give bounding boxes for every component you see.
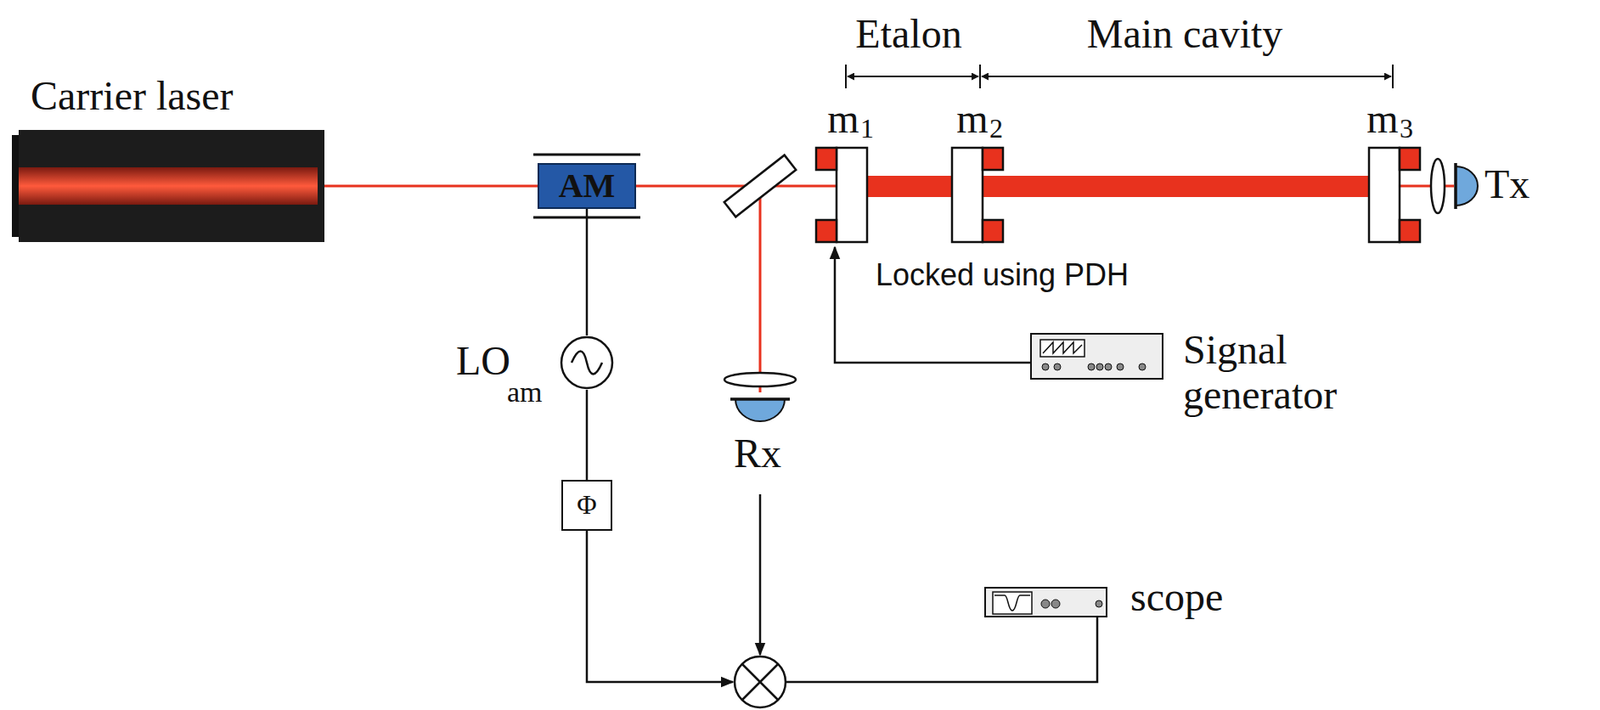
photodetector-tx-outline: [1450, 164, 1480, 208]
instrument-knob: [1051, 599, 1060, 609]
etalon-label: Etalon: [855, 11, 962, 57]
instrument-knob: [1041, 599, 1050, 609]
mirror-name: m: [1366, 96, 1398, 142]
laser-end-cap: [11, 135, 19, 237]
mirror-mount: [982, 147, 1003, 170]
oscilloscope-outline: [985, 588, 1110, 620]
detector-dome: [1455, 166, 1478, 206]
dimension-arrow: [847, 75, 979, 78]
lens: [1430, 158, 1445, 214]
node-label: AM: [558, 167, 616, 205]
instrument-knob: [1138, 363, 1146, 371]
oscilloscope: scope: [984, 586, 1108, 618]
oscillator-circle: [561, 337, 613, 389]
mirror-index: 2: [989, 113, 1003, 144]
local-oscillator: LOam: [559, 335, 615, 390]
signal-wire: [759, 494, 762, 655]
photodetector-tx: Tx: [1450, 164, 1480, 208]
mirror-mount: [816, 147, 837, 170]
cavity-beam: [867, 175, 1370, 198]
node-label: Signal generator: [1183, 327, 1387, 418]
node-label: Carrier laser: [30, 73, 234, 119]
local-oscillator-outline: [559, 335, 615, 390]
instrument-knob: [1116, 363, 1124, 371]
mirror-m2: [952, 147, 983, 243]
node-subscript: am: [507, 376, 543, 408]
signal-generator: Signal generator: [1030, 332, 1164, 380]
node-label: Φ: [576, 490, 597, 520]
node-label: Tx: [1484, 162, 1530, 208]
cavity-label: Main cavity: [1087, 11, 1284, 57]
lens: [724, 372, 796, 387]
scope-trace: [994, 595, 1031, 611]
sawtooth-symbol: [1042, 342, 1082, 354]
mixer-symbol: [734, 656, 786, 708]
modulation-wire: [585, 208, 589, 336]
mirror-name: m: [956, 96, 988, 142]
mirror-mount: [816, 219, 837, 243]
detector-face: [730, 397, 790, 401]
mirror-mount: [1399, 147, 1420, 170]
output-wire: [785, 617, 1098, 682]
lock-note: Locked using PDH: [875, 258, 1129, 293]
mixer-cross: [742, 664, 778, 700]
photodetector-rx-outline: [728, 392, 792, 427]
modulator-electrode: [533, 153, 641, 157]
laser-source: Carrier laser: [18, 129, 325, 243]
mirror-m3: [1369, 147, 1400, 243]
instrument-knob: [1053, 363, 1061, 371]
detector-dome: [735, 399, 785, 422]
mirror-name: m: [827, 96, 859, 142]
mirror-mount: [982, 219, 1003, 243]
amplitude-modulator: AM: [537, 163, 637, 209]
scope-screen: [992, 591, 1032, 615]
mirror-index: 1: [860, 113, 874, 144]
laser-beam: [636, 185, 837, 188]
laser-beam: [324, 185, 538, 188]
mixer-cross: [742, 664, 778, 700]
detector-face: [1453, 163, 1458, 209]
instrument-knob: [1096, 363, 1104, 371]
scope-input: [1095, 600, 1103, 608]
laser-gain-band: [18, 167, 318, 205]
mirror-index: 3: [1399, 113, 1414, 144]
beamsplitter: [724, 155, 796, 218]
mirror-mount: [1399, 219, 1420, 243]
photodetector-rx: Rx: [728, 392, 792, 427]
lo-wire: [586, 530, 733, 682]
instrument-knob: [1042, 363, 1049, 371]
node-label: Rx: [733, 431, 782, 477]
signal-generator-outline: [1031, 334, 1166, 382]
dimension-tick: [845, 64, 847, 89]
node-label: LO: [456, 338, 511, 384]
transmitted-beam: [1399, 185, 1454, 188]
dimension-arrow: [981, 75, 1392, 78]
instrument-knob: [1104, 363, 1112, 371]
dimension-tick: [979, 64, 981, 89]
mirror-m1: [836, 147, 868, 243]
lo-wire: [585, 389, 589, 480]
phase-shifter: Φ: [561, 479, 613, 531]
sine-symbol: [571, 351, 603, 375]
node-label: scope: [1130, 574, 1223, 620]
generator-screen: [1040, 339, 1085, 357]
reflected-beam: [759, 185, 762, 393]
instrument-knob: [1087, 363, 1095, 371]
dimension-tick: [1391, 64, 1394, 89]
